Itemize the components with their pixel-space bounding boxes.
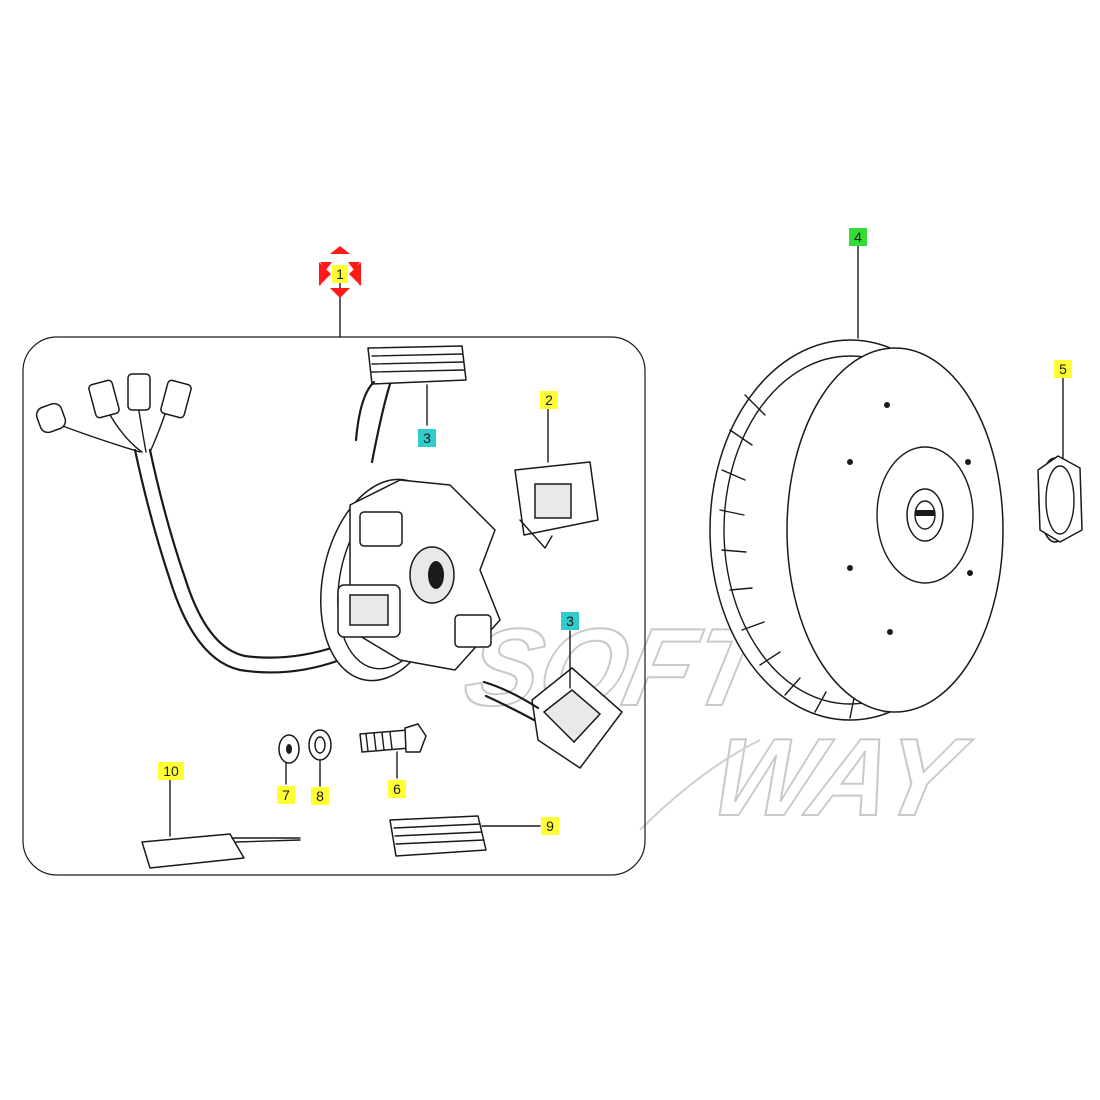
part-9-coil-cover[interactable] (389, 815, 541, 857)
part-2-coil[interactable] (514, 408, 599, 549)
svg-text:3: 3 (566, 613, 574, 629)
callout-9[interactable]: 9 (541, 817, 559, 835)
callout-2[interactable]: 2 (540, 391, 558, 409)
svg-text:10: 10 (163, 763, 179, 779)
svg-text:9: 9 (546, 818, 554, 834)
part-8-spring-washer[interactable] (308, 729, 332, 787)
svg-text:7: 7 (282, 787, 290, 803)
part-4-flywheel[interactable] (709, 244, 1004, 721)
callout-5[interactable]: 5 (1054, 360, 1072, 378)
crosshair-arrows-icon[interactable] (319, 246, 361, 298)
callout-labels: 1 2 3 3 4 5 6 7 (158, 228, 1072, 835)
callout-7[interactable]: 7 (277, 786, 295, 804)
callout-8[interactable]: 8 (311, 787, 329, 805)
part-10-module[interactable] (141, 778, 301, 869)
assembly-group-frame (22, 336, 646, 876)
part-6-bolt[interactable] (359, 723, 427, 779)
callout-6[interactable]: 6 (388, 780, 406, 798)
svg-text:5: 5 (1059, 361, 1067, 377)
svg-text:6: 6 (393, 781, 401, 797)
part-7-washer[interactable] (278, 734, 300, 785)
callout-4[interactable]: 4 (849, 228, 867, 246)
callout-3-lower[interactable]: 3 (561, 612, 579, 630)
callout-3-upper[interactable]: 3 (418, 429, 436, 447)
svg-text:1: 1 (336, 266, 344, 282)
wiring-harness (35, 373, 342, 674)
callout-1[interactable]: 1 (332, 265, 348, 283)
callout-10[interactable]: 10 (158, 762, 184, 780)
svg-text:2: 2 (545, 392, 553, 408)
svg-text:3: 3 (423, 430, 431, 446)
watermark-line2: WAY (702, 715, 979, 839)
part-1-stator-assembly[interactable] (303, 467, 501, 692)
part-3-lower-coil[interactable] (482, 630, 623, 769)
svg-text:8: 8 (316, 788, 324, 804)
part-5-flywheel-nut[interactable] (1037, 376, 1083, 543)
part-3-upper-coil[interactable] (354, 345, 467, 464)
svg-text:4: 4 (854, 229, 862, 245)
